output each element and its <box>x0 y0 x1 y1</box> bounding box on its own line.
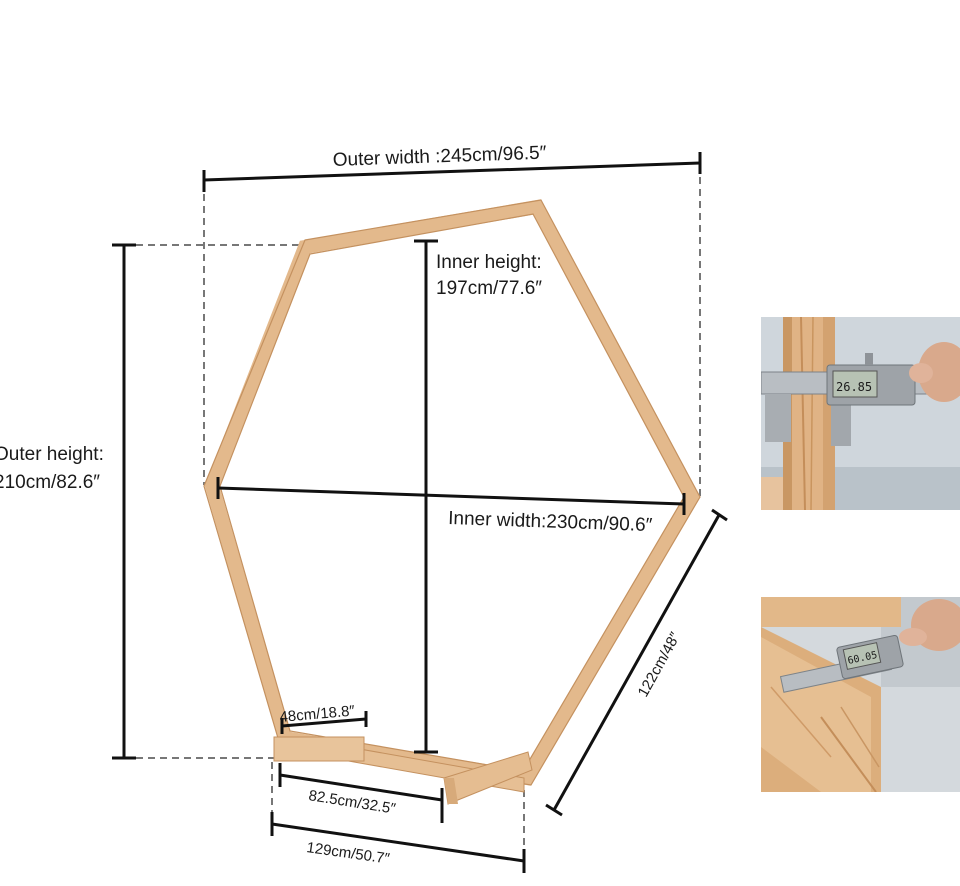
dimension-labels: Outer width :245cm/96.5″ Outer height: 2… <box>0 143 684 868</box>
caliper-photo-bottom: 60.05 <box>761 597 960 792</box>
caliper-screen <box>832 370 878 398</box>
caliper-photo-top: 26.85 <box>761 317 960 510</box>
dimension-lines <box>112 152 728 873</box>
hand <box>918 342 960 402</box>
wooden-hexagon-frame <box>203 199 701 805</box>
inner-height-label-line2: 197cm/77.6″ <box>436 278 542 299</box>
outer-width-label: Outer width :245cm/96.5″ <box>332 143 547 171</box>
inner-width-label: Inner width:230cm/90.6″ <box>448 508 653 536</box>
inner-height-label-line1: Inner height: <box>436 252 542 273</box>
base-outer-label: 129cm/50.7″ <box>305 839 391 868</box>
outer-height-label-line2: 210cm/82.6″ <box>0 472 100 493</box>
caliper-screen <box>842 642 882 670</box>
wood-board-top <box>761 597 901 627</box>
base-foot-right <box>443 751 533 805</box>
side-length-label: 122cm/48″ <box>635 629 685 700</box>
outer-height-label-line1: Outer height: <box>0 444 104 465</box>
caliper-reading-top: 26.85 <box>836 380 872 394</box>
foot-length-label: 48cm/18.8″ <box>279 702 356 726</box>
base-foot-left <box>273 736 365 762</box>
